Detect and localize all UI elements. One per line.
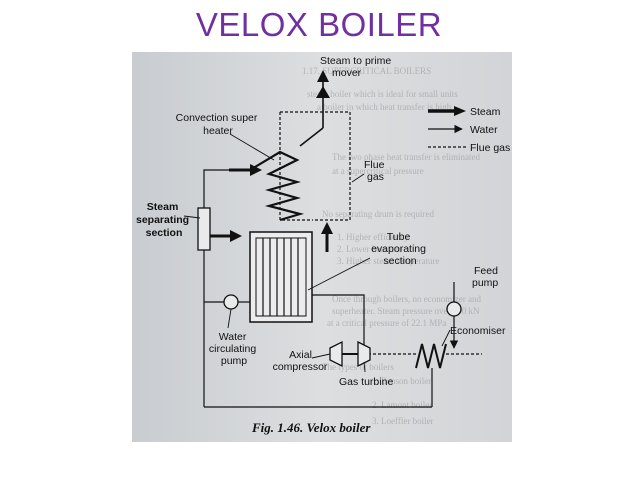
label-water-circulating-pump: Water circulating pump [209, 331, 259, 367]
steam-path [204, 70, 333, 252]
label-steam-to-prime-mover: Steam to prime mover [320, 55, 394, 79]
svg-text:Once through boilers, no econo: Once through boilers, no economizer and [332, 294, 481, 304]
svg-text:superheater. Steam pressure ov: superheater. Steam pressure over 300 kN [332, 306, 480, 316]
velox-boiler-figure: 1.17. SUPERCRITICAL BOILERS steam boiler… [132, 52, 512, 442]
steam-outlet-arrowhead [317, 70, 329, 82]
convection-super-heater-coil [249, 150, 305, 222]
label-axial-compressor: Axial compressor [273, 349, 328, 373]
economiser-coil [415, 343, 447, 369]
steam-to-evaporator-arrowhead [230, 230, 242, 242]
svg-text:at a critical pressure of 22.1: at a critical pressure of 22.1 MPa [327, 318, 446, 328]
svg-text:1. Benson boiler: 1. Benson boiler [372, 376, 431, 386]
svg-text:2. Lamont boiler: 2. Lamont boiler [372, 400, 432, 410]
slide-title: VELOX BOILER [195, 6, 443, 43]
svg-text:The two phase heat transfer is: The two phase heat transfer is eliminate… [332, 152, 480, 162]
label-economiser: Economiser [450, 325, 506, 337]
label-steam-separating-section: Steam separating section [136, 201, 192, 239]
bleed-through-text: 1.17. SUPERCRITICAL BOILERS steam boiler… [302, 66, 481, 426]
svg-text:The types of boilers: The types of boilers [322, 362, 394, 372]
steam-outlet-arrowhead-2 [316, 86, 330, 98]
legend-steam-label: Steam [470, 106, 501, 118]
superheater-outlet-line [299, 127, 324, 147]
steam-separating-drum [197, 207, 211, 251]
label-leader-lines [183, 133, 451, 373]
figure-caption: Fig. 1.46. Velox boiler [251, 420, 371, 435]
tube-evaporating-section [249, 231, 342, 323]
flue-gas-duct-right [280, 111, 351, 221]
water-circulating-pump-icon [223, 294, 239, 310]
svg-text:No separating drum is required: No separating drum is required [322, 209, 434, 219]
label-flue-gas: Flue gas [364, 159, 387, 183]
label-feed-pump: Feed pump [472, 265, 501, 289]
evaporator-to-compressor-pipe [342, 294, 365, 352]
label-tube-evaporating-section: Tube evaporating section [371, 231, 429, 267]
svg-text:1.17. SUPERCRITICAL BOILERS: 1.17. SUPERCRITICAL BOILERS [302, 66, 431, 76]
axial-compressor-icon [329, 340, 343, 368]
water-path [203, 169, 459, 408]
legend-water-label: Water [470, 124, 498, 136]
separator-to-superheater-pipe [203, 169, 229, 222]
label-convection-super-heater: Convection super heater [176, 112, 261, 137]
svg-text:a boiler in which heat transfe: a boiler in which heat transfer is high [317, 102, 452, 112]
svg-text:2. Lower heat rate: 2. Lower heat rate [337, 244, 402, 254]
gas-turbine-icon [357, 340, 371, 368]
legend: Steam Water Flue gas [428, 106, 510, 154]
velox-boiler-diagram: 1.17. SUPERCRITICAL BOILERS steam boiler… [132, 52, 512, 442]
feed-pump-icon [446, 301, 462, 317]
legend-steam-arrowhead [454, 106, 466, 116]
svg-text:at a supercritical pressure: at a supercritical pressure [332, 166, 424, 176]
flue-gas-up-arrowhead [321, 222, 333, 234]
scan-background [132, 52, 512, 442]
label-gas-turbine: Gas turbine [339, 376, 393, 388]
svg-text:1. Higher efficiency: 1. Higher efficiency [337, 232, 410, 242]
legend-flue-gas-label: Flue gas [470, 142, 510, 154]
svg-text:3. Loeffler boiler: 3. Loeffler boiler [372, 416, 434, 426]
svg-text:3. Higher steam temperature: 3. Higher steam temperature [337, 256, 439, 266]
svg-text:steam boiler which is ideal fo: steam boiler which is ideal for small un… [307, 89, 458, 99]
